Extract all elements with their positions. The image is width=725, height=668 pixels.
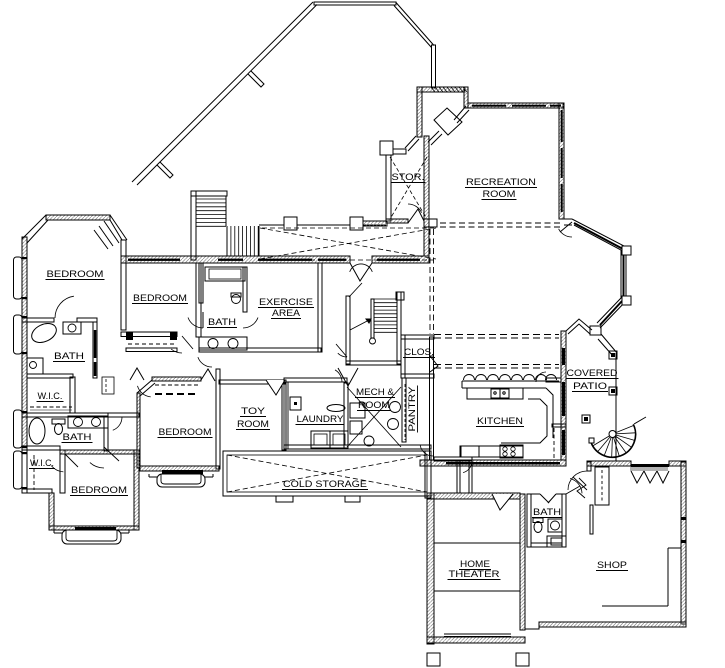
svg-text:BATH: BATH	[63, 432, 92, 443]
svg-text:AREA: AREA	[272, 308, 301, 319]
svg-text:ROOM: ROOM	[483, 189, 516, 200]
svg-text:W.I.C.: W.I.C.	[38, 391, 63, 402]
svg-text:CLOS.: CLOS.	[404, 347, 434, 357]
svg-text:TOY: TOY	[241, 406, 266, 417]
svg-text:SHOP: SHOP	[597, 560, 627, 571]
svg-text:EXERCISE: EXERCISE	[259, 297, 313, 308]
svg-text:COVERED: COVERED	[567, 368, 618, 379]
svg-text:LAUNDRY: LAUNDRY	[297, 414, 345, 425]
svg-text:BATH: BATH	[533, 507, 561, 518]
svg-text:STOR.: STOR.	[392, 172, 425, 183]
svg-text:COLD STORAGE: COLD STORAGE	[283, 479, 367, 490]
svg-text:PANTRY: PANTRY	[407, 386, 418, 432]
svg-text:BEDROOM: BEDROOM	[47, 269, 104, 280]
svg-text:THEATER: THEATER	[449, 569, 500, 580]
svg-text:ROOM: ROOM	[358, 400, 390, 411]
svg-text:RECREATION: RECREATION	[466, 177, 536, 188]
svg-text:BATH: BATH	[208, 317, 236, 328]
svg-text:BEDROOM: BEDROOM	[71, 485, 127, 496]
svg-text:W.I.C.: W.I.C.	[30, 458, 54, 469]
svg-text:BEDROOM: BEDROOM	[159, 427, 212, 438]
svg-text:BATH: BATH	[54, 351, 84, 362]
svg-text:HOME: HOME	[460, 559, 490, 570]
svg-text:BEDROOM: BEDROOM	[133, 293, 187, 304]
svg-text:ROOM: ROOM	[237, 419, 269, 430]
svg-text:PATIO: PATIO	[573, 381, 607, 392]
svg-text:MECH &: MECH &	[356, 387, 394, 397]
svg-text:KITCHEN: KITCHEN	[477, 416, 523, 427]
